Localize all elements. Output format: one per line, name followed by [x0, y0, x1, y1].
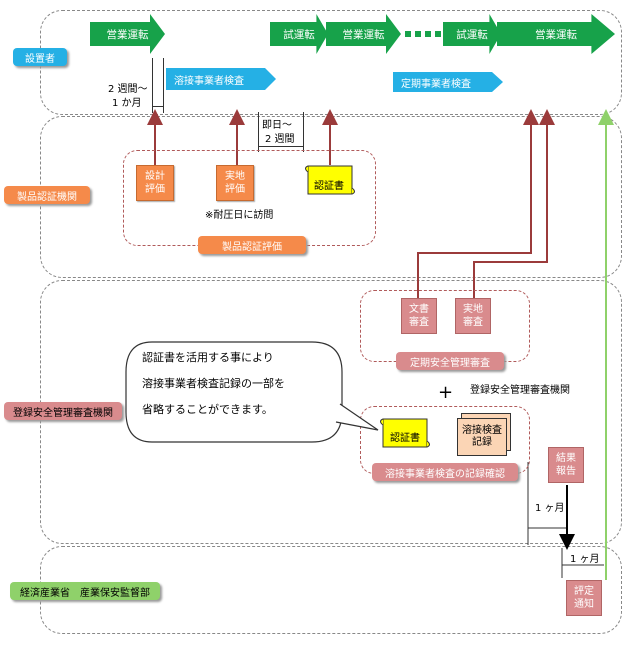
evaluation-notice-box: 評定 通知	[566, 580, 602, 616]
site-eval-line1: 実地	[225, 171, 245, 182]
duration-one-month-b: 1 ヶ月	[570, 554, 600, 565]
evaluation-notice-line2: 通知	[574, 599, 594, 610]
site-review-box: 実地 審査	[455, 298, 491, 334]
duration-line-2	[258, 146, 303, 147]
site-eval-line2: 評価	[225, 184, 245, 195]
welding-inspection-arrow: 溶接事業者検査	[166, 68, 276, 90]
design-eval-line1: 設計	[145, 171, 165, 182]
tick-line-3	[258, 112, 259, 152]
evaluation-notice-line1: 評定	[574, 586, 594, 597]
result-report-box: 結果 報告	[548, 447, 584, 483]
site-visit-note: ※耐圧日に訪問	[205, 210, 274, 221]
certificate-scroll-icon	[305, 165, 355, 195]
design-eval-line2: 評価	[145, 184, 165, 195]
callout-line-2: 溶接事業者検査記録の一部を	[142, 377, 285, 390]
result-report-line1: 結果	[556, 453, 576, 464]
callout-line-3: 省略することができます。	[142, 403, 273, 416]
cert-eval-label: 製品認証評価	[198, 236, 306, 254]
doc-review-line1: 文書	[409, 304, 429, 315]
certificate-label: 認証書	[314, 181, 344, 192]
callout-line-1: 認証書を活用する事により	[142, 351, 274, 364]
plus-sign: +	[438, 382, 454, 403]
duration-one-month-1: 1 か月	[112, 98, 142, 109]
duration-line-1	[152, 106, 163, 107]
ministry-label: 経済産業省 産業保安監督部	[10, 582, 160, 600]
welding-record-line2: 記録	[472, 437, 492, 448]
tick-line-4	[303, 112, 304, 152]
review-body-label: 登録安全管理審査機関	[4, 402, 122, 420]
duration-one-month-a: 1 ヶ月	[535, 503, 565, 514]
site-eval-box: 実地 評価	[216, 165, 254, 201]
tick-line-2	[163, 58, 164, 113]
result-report-line2: 報告	[556, 466, 576, 477]
welding-record-line1: 溶接検査	[462, 425, 502, 436]
doc-review-line2: 審査	[409, 317, 429, 328]
certificate-label-2: 認証書	[390, 433, 420, 444]
doc-review-box: 文書 審査	[401, 298, 437, 334]
arrow-doc-review	[417, 109, 539, 298]
certificate-scroll-icon-2	[380, 418, 430, 448]
welding-record-stack: 溶接検査 記録	[457, 413, 511, 456]
site-review-line2: 審査	[463, 317, 483, 328]
duration-same-day: 即日〜	[262, 120, 292, 131]
record-check-label: 溶接事業者検査の記録確認	[372, 463, 518, 481]
arrow-site-review	[473, 109, 555, 298]
periodic-inspection-arrow: 定期事業者検査	[393, 72, 503, 92]
certifier-label: 製品認証機関	[4, 186, 90, 204]
tick-line-1	[152, 58, 153, 113]
design-eval-box: 設計 評価	[136, 165, 174, 201]
review-body-note: 登録安全管理審査機関	[470, 385, 570, 396]
site-review-line1: 実地	[463, 304, 483, 315]
duration-two-weeks-2: 2 週間	[265, 134, 295, 145]
callout-bubble	[125, 341, 379, 443]
periodic-review-label: 定期安全管理審査	[396, 352, 504, 370]
record-sheet-front: 溶接検査 記録	[457, 418, 507, 456]
installer-label: 設置者	[13, 48, 67, 66]
duration-two-weeks-1: 2 週間〜	[108, 84, 148, 95]
